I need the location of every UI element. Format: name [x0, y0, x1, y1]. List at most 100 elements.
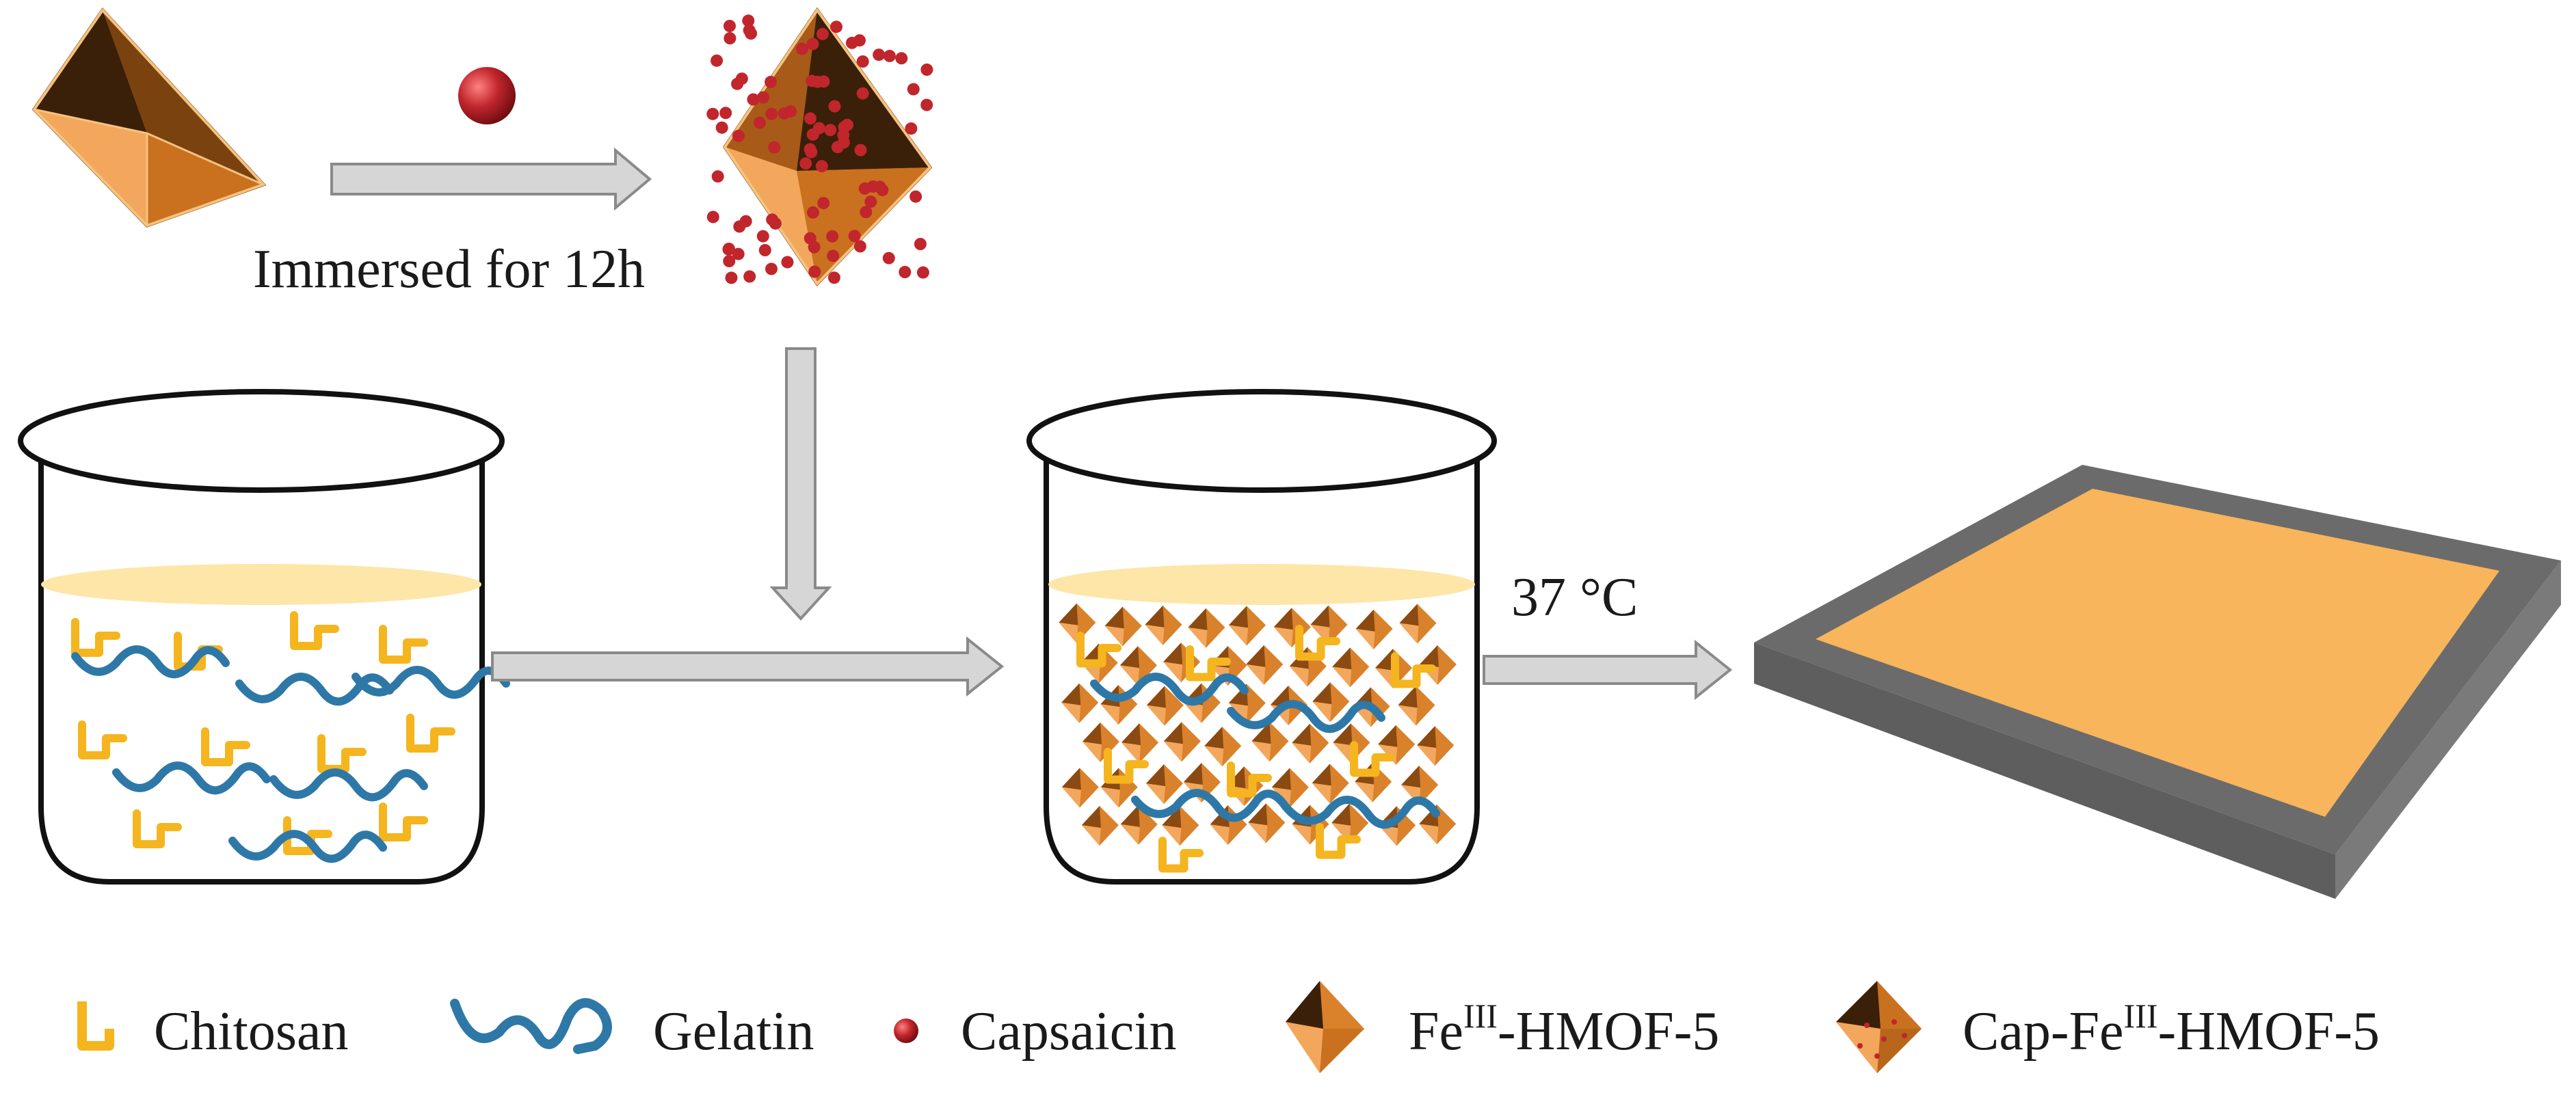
legend-label-capmof: Cap-FeIII-HMOF-5	[1963, 997, 2380, 1062]
capsaicin-dot	[916, 266, 929, 279]
gelatin-strand	[71, 645, 230, 679]
capsaicin-dot	[845, 36, 858, 49]
capsaicin-dot	[799, 157, 812, 170]
chitosan-strand	[1104, 748, 1149, 784]
capsaicin-dot	[837, 136, 850, 149]
gelatin-strand	[269, 768, 428, 802]
legend-label-gelatin: Gelatin	[653, 1001, 814, 1062]
capsaicin-dot	[778, 107, 791, 120]
legend-label-capsaicin: Capsaicin	[961, 1001, 1176, 1062]
chitosan-strand	[1158, 837, 1204, 873]
legend-item-chitosan: Chitosan	[77, 1001, 348, 1062]
capsaicin-dot	[812, 122, 825, 135]
cap-mof-particle	[1251, 722, 1289, 762]
capsaicin-dot	[841, 118, 853, 131]
loaded-octahedron-icon	[1836, 981, 1922, 1073]
gelatin-strand-icon	[450, 998, 612, 1054]
legend-item-gelatin: Gelatin	[450, 998, 814, 1062]
capsaicin-dot	[828, 100, 841, 113]
empty-mof-octahedron	[31, 8, 267, 228]
chitosan-strand	[78, 720, 127, 759]
capsaicin-dot	[747, 93, 760, 106]
chitosan-strand	[1076, 632, 1121, 668]
capsaicin-dot	[864, 195, 877, 208]
capsaicin-dot	[920, 98, 933, 111]
capsaicin-dot	[768, 141, 781, 154]
gelatin-strand	[228, 830, 387, 863]
legend-label-chitosan: Chitosan	[154, 1001, 348, 1062]
capsaicin-dot	[914, 238, 927, 250]
cap-mof-particle	[1145, 605, 1182, 645]
cap-mof-particle	[1162, 806, 1199, 846]
capsaicin-dot	[882, 252, 895, 265]
capsaicin-dot	[766, 213, 779, 226]
immerse-label: Immersed for 12h	[253, 239, 645, 299]
cap-mof-particle	[1061, 768, 1099, 808]
legend-item-capsaicin: Capsaicin	[894, 1001, 1176, 1062]
cap-mof-particle	[1083, 723, 1120, 763]
capsaicin-dot	[817, 197, 830, 210]
capsaicin-dot	[804, 112, 816, 125]
cap-mof-particle	[1332, 647, 1370, 688]
capsaicin-dot	[711, 170, 724, 183]
capsaicin-dot	[920, 63, 933, 76]
octahedron-icon	[1286, 981, 1364, 1073]
dry-temperature-label: 37 °C	[1511, 567, 1638, 628]
capsaicin-dot	[827, 271, 840, 284]
cap-mof-particle	[1146, 764, 1184, 805]
cap-mof-particle	[1248, 803, 1286, 844]
capsaicin-dot	[732, 129, 745, 142]
down-arrow	[769, 347, 832, 621]
capsaicin-dot	[725, 271, 738, 284]
chitosan-strand	[406, 714, 455, 753]
chitosan-strand	[133, 809, 182, 848]
cap-mof-particle	[1204, 727, 1242, 767]
gelatin-strand	[351, 666, 510, 699]
capsaicin-dot	[824, 124, 837, 137]
capsaicin-dot	[815, 160, 828, 173]
cap-mof-particle	[1355, 609, 1393, 649]
chitosan-strand	[317, 734, 367, 773]
cap-mof-particle	[1273, 608, 1311, 648]
capsaicin-dot	[742, 14, 755, 27]
capsaicin-dot	[816, 27, 829, 40]
capsaicin-dot	[808, 265, 821, 278]
gelatin-strand	[1227, 700, 1385, 733]
gelatin-strand	[235, 673, 394, 706]
capsaicin-dot	[873, 49, 886, 62]
cap-mof-particle	[1417, 726, 1455, 766]
capsaicin-dot	[827, 249, 840, 262]
cap-mof-particle	[1312, 682, 1350, 723]
capsaicin-dot	[808, 241, 821, 254]
capsaicin-dot	[743, 24, 756, 37]
cap-mof-particle	[1061, 683, 1099, 723]
capsaicin-dot	[796, 42, 809, 55]
gelatin-strand	[1090, 673, 1249, 706]
legend-item-mof: FeIII-HMOF-5	[1286, 981, 1719, 1073]
capsaicin-dot	[722, 243, 735, 256]
chitosan-strand	[379, 802, 428, 841]
capsaicin-dot	[756, 230, 769, 243]
capsaicin-dot	[854, 144, 867, 157]
cap-mof-particle	[1121, 723, 1159, 764]
capsaicin-dot	[765, 75, 778, 88]
capsaicin-dot	[860, 206, 873, 219]
chitosan-strand	[1350, 741, 1395, 777]
capsaicin-dot	[806, 38, 819, 51]
chitosan-gelatin-film	[1816, 489, 2499, 817]
capsaicin-dot	[757, 91, 769, 104]
capsaicin-dot	[711, 54, 723, 67]
capsaicin-sphere	[458, 67, 516, 124]
capsaicin-dot	[765, 262, 778, 275]
capsaicin-dot	[830, 21, 842, 33]
cap-mof-particle	[1059, 603, 1096, 643]
mixing-arrow	[491, 636, 1005, 697]
capsaicin-dot	[735, 72, 748, 85]
cap-mof-particle	[1310, 605, 1348, 645]
capsaicin-dot	[883, 49, 896, 62]
capsaicin-dot	[765, 107, 778, 120]
cap-mof-particle	[1120, 646, 1158, 686]
capsaicin-dot	[781, 256, 794, 269]
chitosan-strand	[1316, 823, 1361, 859]
